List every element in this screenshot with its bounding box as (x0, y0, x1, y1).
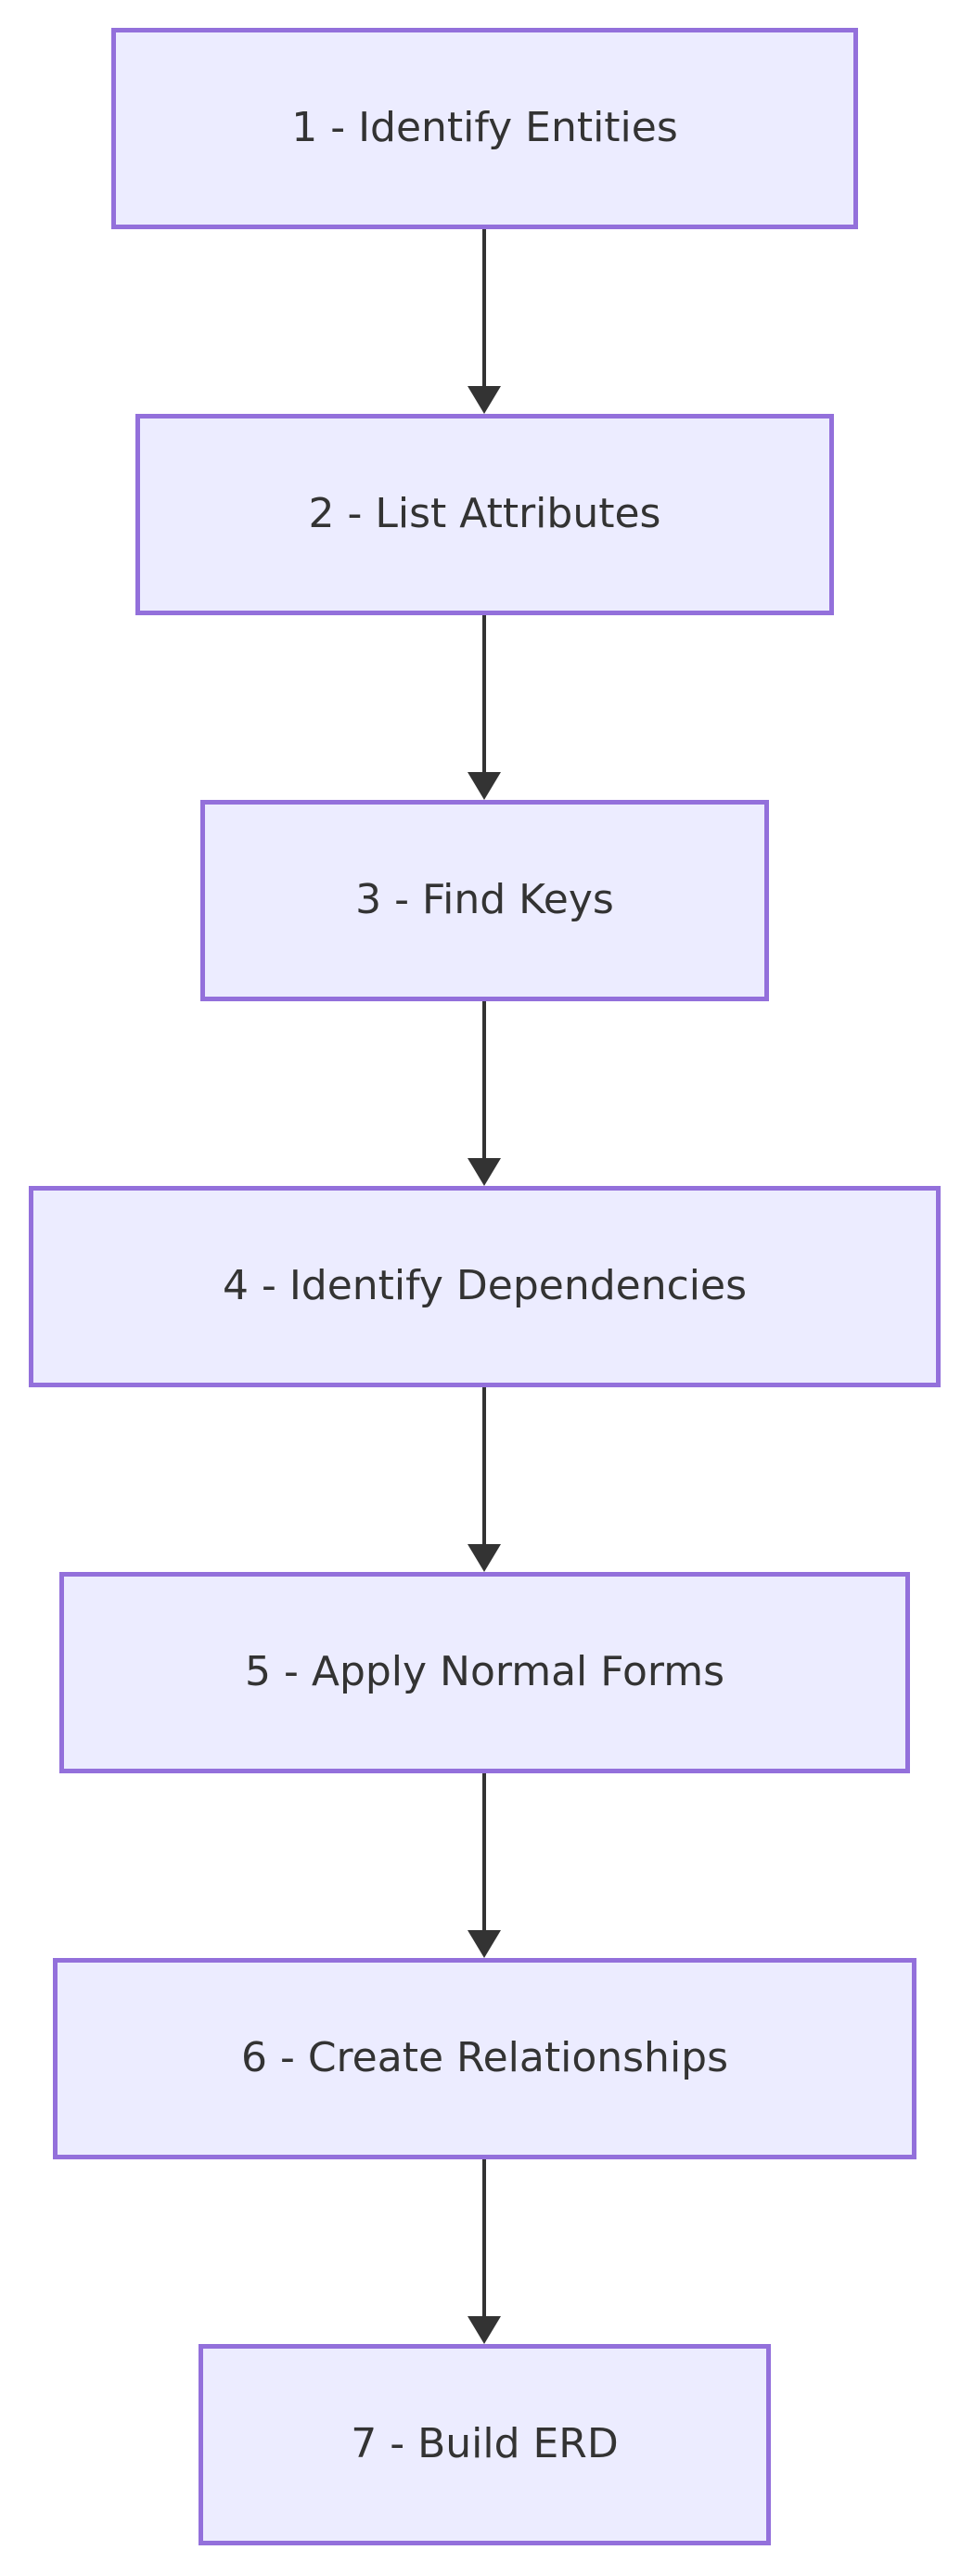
node-label: 2 - List Attributes (308, 490, 661, 538)
arrow-line (482, 1001, 486, 1161)
node-label: 5 - Apply Normal Forms (245, 1648, 724, 1696)
arrowhead-down-icon (468, 1930, 501, 1958)
node-label: 7 - Build ERD (351, 2420, 619, 2468)
arrowhead-down-icon (468, 1544, 501, 1572)
node-identify-dependencies: 4 - Identify Dependencies (29, 1186, 941, 1387)
arrowhead-down-icon (468, 386, 501, 414)
node-create-relationships: 6 - Create Relationships (53, 1958, 916, 2159)
edge-2-to-3 (468, 615, 502, 800)
arrowhead-down-icon (468, 2316, 501, 2344)
arrow-line (482, 229, 486, 389)
node-build-erd: 7 - Build ERD (199, 2344, 771, 2545)
node-list-attributes: 2 - List Attributes (135, 414, 834, 615)
edge-5-to-6 (468, 1773, 502, 1958)
arrow-line (482, 1387, 486, 1547)
edge-1-to-2 (468, 229, 502, 414)
arrow-line (482, 1773, 486, 1933)
arrowhead-down-icon (468, 772, 501, 800)
node-label: 4 - Identify Dependencies (222, 1262, 748, 1310)
arrowhead-down-icon (468, 1158, 501, 1186)
edge-6-to-7 (468, 2159, 502, 2344)
node-label: 6 - Create Relationships (240, 2034, 729, 2082)
arrow-line (482, 2159, 486, 2319)
node-apply-normal-forms: 5 - Apply Normal Forms (59, 1572, 910, 1773)
node-label: 1 - Identify Entities (291, 104, 678, 152)
node-identify-entities: 1 - Identify Entities (111, 28, 858, 229)
edge-4-to-5 (468, 1387, 502, 1572)
arrow-line (482, 615, 486, 775)
node-find-keys: 3 - Find Keys (200, 800, 769, 1001)
node-label: 3 - Find Keys (355, 876, 614, 924)
edge-3-to-4 (468, 1001, 502, 1186)
